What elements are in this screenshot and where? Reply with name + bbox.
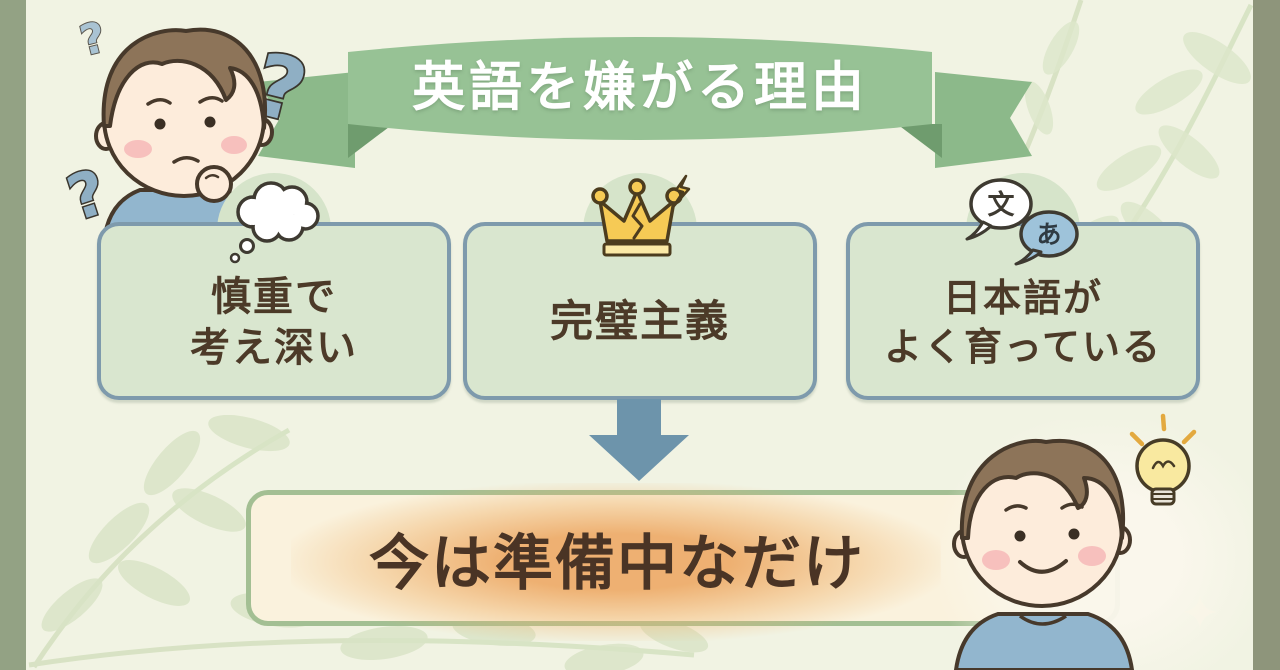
down-arrow-icon <box>589 399 689 481</box>
card-label-line: 慎重で <box>211 273 337 320</box>
boy-mouth <box>1018 559 1068 574</box>
card-label-line: 考え深い <box>190 325 358 371</box>
ribbon-fold-left <box>348 124 393 158</box>
boy-eyebrow <box>198 96 224 104</box>
boy-blush <box>982 550 1010 570</box>
boy-hair <box>101 27 268 130</box>
boy-blush <box>221 136 247 154</box>
happy-boy-illustration <box>952 438 1135 670</box>
title-ribbon <box>258 37 1032 168</box>
bubble-char-bun: 文 <box>988 189 1016 221</box>
boy-eye <box>1014 530 1026 542</box>
cracked-crown-icon <box>591 174 691 257</box>
ribbon-tail-right <box>935 72 1032 168</box>
translation-bubbles-icon: 文 あ <box>965 178 1079 266</box>
left-edge-band <box>0 0 26 670</box>
boy-mouth <box>172 156 200 164</box>
lightbulb-icon <box>1129 413 1197 506</box>
boy-blush <box>1078 546 1106 566</box>
right-edge-band <box>1253 0 1280 670</box>
boy-eye <box>204 116 216 128</box>
boy-eyebrow <box>1060 502 1084 510</box>
thinking-boy-illustration: ? ? ? <box>62 11 314 242</box>
boy-eye <box>1068 528 1080 540</box>
card-box <box>97 222 451 400</box>
boy-eye <box>154 118 166 130</box>
lightning-icon <box>671 174 691 209</box>
boy-fist <box>195 165 233 203</box>
card-label-line: 完璧主義 <box>550 297 730 348</box>
reason-card-perfectionism: 完璧主義 <box>463 173 817 400</box>
ribbon-band <box>348 37 932 140</box>
boy-shirt <box>953 612 1135 670</box>
conclusion-text: 今は準備中なだけ <box>369 528 865 599</box>
card-label-line: 日本語が <box>942 276 1103 321</box>
thought-bubble-icon <box>229 181 320 264</box>
ribbon-fold-right <box>897 124 942 158</box>
sparkle-icon <box>1184 596 1216 628</box>
reason-card-japanese: 文 あ 日本語が よく育っている <box>846 173 1200 400</box>
card-label-line: よく育っている <box>883 325 1163 369</box>
boy-eyebrow <box>1004 504 1028 512</box>
text-glow <box>291 483 941 641</box>
page-title: 英語を嫌がる理由 <box>412 57 868 118</box>
boy-blush <box>124 140 152 158</box>
boy-eyebrow <box>146 98 172 106</box>
boy-hair <box>959 438 1126 540</box>
ribbon-tail-left <box>258 72 355 168</box>
reason-card-cautious: 慎重で 考え深い <box>97 173 451 400</box>
bubble-char-a: あ <box>1036 220 1061 249</box>
question-mark-icon: ? <box>75 12 111 65</box>
